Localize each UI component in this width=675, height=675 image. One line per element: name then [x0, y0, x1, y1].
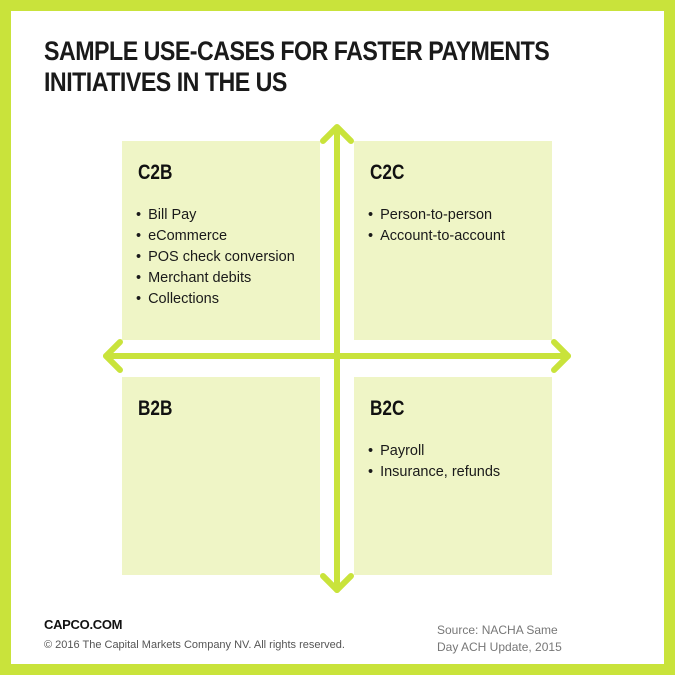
quadrant-label-c2b: C2B — [138, 161, 173, 184]
arrow-up-icon — [320, 124, 354, 144]
quadrant-b2b: B2B — [122, 377, 320, 575]
list-item: Merchant debits — [136, 268, 295, 289]
title-line-1: SAMPLE USE-CASES FOR FASTER PAYMENTS — [44, 36, 550, 66]
list-item: Person-to-person — [368, 205, 505, 226]
list-item: eCommerce — [136, 226, 295, 247]
copyright-notice: © 2016 The Capital Markets Company NV. A… — [44, 639, 345, 651]
quadrant-c2b: C2B Bill Pay eCommerce POS check convers… — [122, 141, 320, 340]
list-item: Payroll — [368, 441, 500, 462]
source-line-1: Source: NACHA Same — [437, 623, 558, 637]
brand-link[interactable]: CAPCO.COM — [44, 617, 123, 632]
list-item: Insurance, refunds — [368, 462, 500, 483]
arrow-down-icon — [320, 573, 354, 593]
arrow-right-icon — [551, 339, 571, 373]
quadrant-label-c2c: C2C — [370, 161, 405, 184]
list-item: POS check conversion — [136, 247, 295, 268]
quadrant-label-b2c: B2C — [370, 397, 405, 420]
use-case-list-c2c: Person-to-person Account-to-account — [368, 205, 505, 247]
use-case-list-c2b: Bill Pay eCommerce POS check conversion … — [136, 205, 295, 310]
source-note: Source: NACHA Same Day ACH Update, 2015 — [437, 622, 577, 656]
use-case-list-b2c: Payroll Insurance, refunds — [368, 441, 500, 483]
list-item: Bill Pay — [136, 205, 295, 226]
quadrant-b2c: B2C Payroll Insurance, refunds — [354, 377, 552, 575]
title-line-2: INITIATIVES IN THE US — [44, 67, 287, 97]
list-item: Collections — [136, 289, 295, 310]
diagram-title: SAMPLE USE-CASES FOR FASTER PAYMENTS INI… — [44, 36, 550, 98]
arrow-left-icon — [103, 339, 123, 373]
list-item: Account-to-account — [368, 226, 505, 247]
quadrant-label-b2b: B2B — [138, 397, 173, 420]
source-line-2: Day ACH Update, 2015 — [437, 640, 562, 654]
quadrant-c2c: C2C Person-to-person Account-to-account — [354, 141, 552, 340]
